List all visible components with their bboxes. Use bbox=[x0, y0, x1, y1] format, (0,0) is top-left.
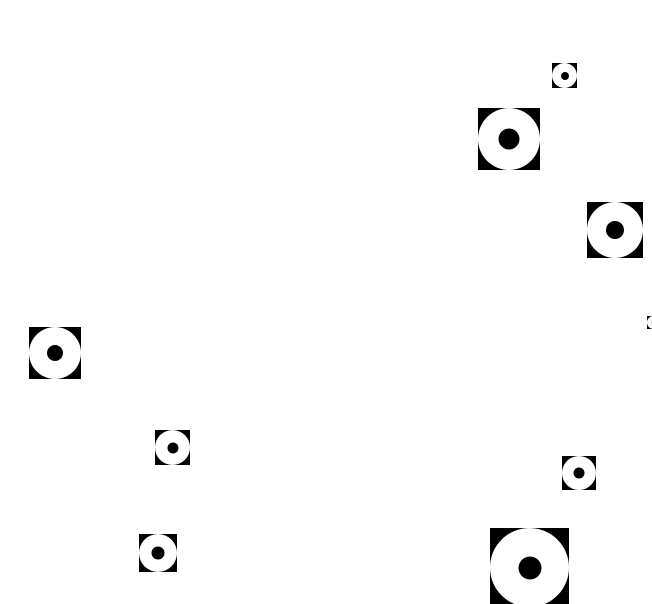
marker-center-dot bbox=[167, 442, 178, 453]
fiducial-marker-3[interactable] bbox=[587, 202, 643, 258]
fiducial-marker-7[interactable] bbox=[562, 456, 596, 490]
fiducial-marker-5[interactable] bbox=[29, 327, 81, 379]
fiducial-marker-4[interactable] bbox=[647, 316, 652, 329]
marker-center-dot bbox=[151, 546, 165, 560]
fiducial-marker-6[interactable] bbox=[155, 430, 190, 465]
marker-center-dot bbox=[573, 467, 585, 479]
marker-center-dot bbox=[606, 221, 624, 239]
fiducial-marker-9[interactable] bbox=[490, 528, 569, 604]
fiducial-marker-2[interactable] bbox=[478, 108, 540, 170]
marker-center-dot bbox=[498, 128, 520, 150]
fiducial-marker-1[interactable] bbox=[552, 63, 577, 88]
marker-center-dot bbox=[47, 345, 63, 361]
marker-center-dot bbox=[518, 556, 541, 579]
marker-center-dot bbox=[560, 71, 569, 80]
marker-disc bbox=[647, 316, 652, 329]
fiducial-marker-8[interactable] bbox=[139, 534, 177, 572]
